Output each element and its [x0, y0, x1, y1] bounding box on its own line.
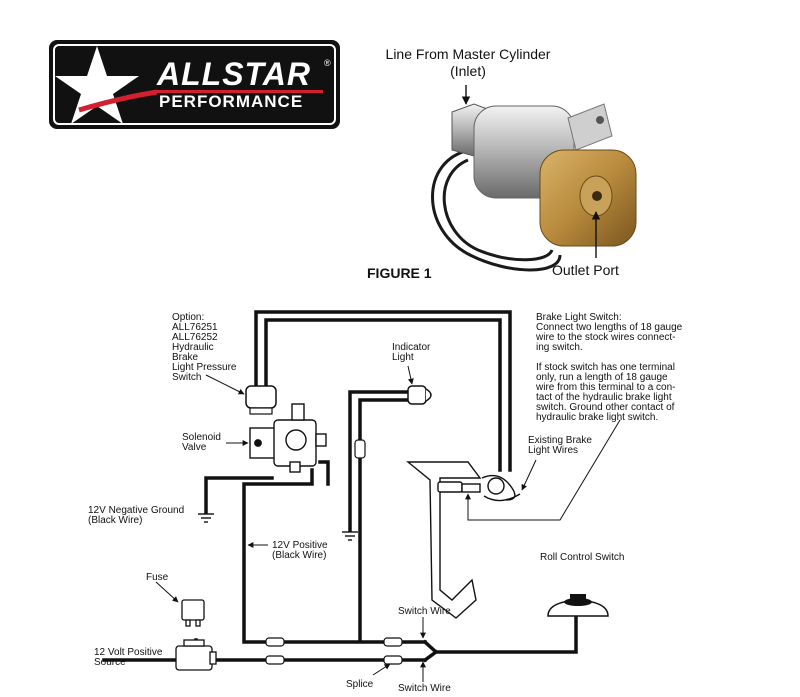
wiring-harness	[102, 310, 578, 663]
brake-light-switch-note: Brake Light Switch: Connect two lengths …	[536, 312, 683, 423]
fuse-icon	[181, 599, 205, 627]
splice-label: Splice	[346, 679, 374, 690]
fuse-label: Fuse	[146, 572, 169, 583]
pressure-switch-icon	[245, 385, 277, 415]
switch-wire-label-bottom: Switch Wire	[398, 683, 451, 694]
existing-brake-wires-label: Existing Brake Light Wires	[528, 435, 592, 456]
logo-word-performance: PERFORMANCE	[159, 92, 304, 111]
inlet-label: Line From Master Cylinder (Inlet)	[385, 46, 551, 79]
ground-symbol-solenoid	[198, 513, 214, 523]
logo-accent-bar	[153, 90, 323, 93]
roll-control-switch-label: Roll Control Switch	[540, 552, 625, 563]
logo-star-icon	[55, 46, 158, 124]
switch-wire-label-top: Switch Wire	[398, 606, 451, 617]
indicator-light-icon	[407, 385, 432, 405]
leader-lines	[155, 365, 621, 682]
solenoid-valve-icon	[249, 403, 327, 473]
figure-label: FIGURE 1	[367, 265, 432, 281]
roll-control-switch-icon	[547, 594, 609, 617]
outlet-port-label: Outlet Port	[552, 262, 619, 278]
ground-symbol-indicator	[342, 531, 358, 541]
allstar-logo: ALLSTAR PERFORMANCE ®	[49, 40, 340, 129]
option-pressure-switch-label: Option: ALL76251 ALL76252 Hydraulic Brak…	[172, 312, 237, 383]
indicator-light-label: Indicator Light	[392, 342, 431, 363]
solenoid-valve-photo	[431, 103, 637, 272]
negative-ground-label: 12V Negative Ground (Black Wire)	[88, 505, 185, 526]
brake-pedal-icon	[406, 461, 521, 619]
logo-registered-mark: ®	[324, 58, 331, 68]
source-label: 12 Volt Positive Source	[94, 647, 163, 668]
positive-wire-label: 12V Positive (Black Wire)	[272, 540, 328, 561]
fuse-holder-icon	[175, 639, 217, 671]
solenoid-valve-label: Solenoid Valve	[182, 432, 221, 453]
wire-splices	[265, 439, 403, 665]
logo-border	[53, 44, 336, 125]
logo-word-allstar: ALLSTAR	[157, 56, 311, 92]
